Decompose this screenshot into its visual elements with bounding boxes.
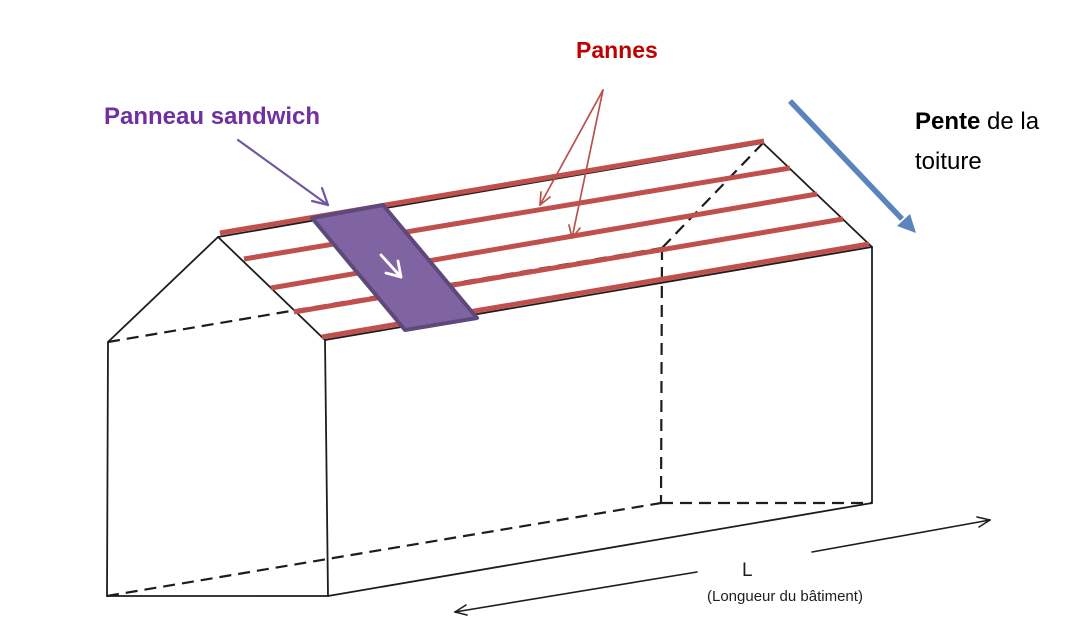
panneau-sandwich-label: Panneau sandwich [104, 103, 321, 130]
length-letter-label: L [742, 560, 753, 581]
right-roof-edge [762, 142, 873, 248]
length-caption-label: (Longueur du bâtiment) [707, 588, 863, 605]
gable-left-slope [107, 236, 219, 343]
pannes-label: Pannes [576, 37, 658, 63]
panneau-pointer-arrow-icon [236, 138, 330, 207]
back-right-vertical-edge [659, 247, 664, 504]
purlins [219, 138, 870, 340]
front-left-vertical-edge [324, 339, 329, 597]
building-solid-edges [106, 142, 873, 597]
left-wall-left-edge [106, 341, 109, 597]
length-dimension-arrow [454, 516, 991, 616]
pente-toiture-label: Pente de la toiture [915, 102, 1039, 182]
pannes-pointer-arrows-icon [539, 89, 604, 239]
slope-arrow-icon [788, 99, 916, 233]
panel-direction-arrow-icon [379, 253, 403, 279]
bottom-back-edge [106, 501, 662, 598]
pente-rest-words: de la [987, 108, 1040, 135]
sandwich-panel [310, 203, 479, 332]
right-gable-back-slope [661, 142, 764, 249]
building-hidden-edges [106, 142, 872, 598]
pente-word: Pente [915, 108, 981, 135]
front-wall-bottom-edge [327, 502, 873, 597]
pente-line2: toiture [915, 148, 982, 175]
